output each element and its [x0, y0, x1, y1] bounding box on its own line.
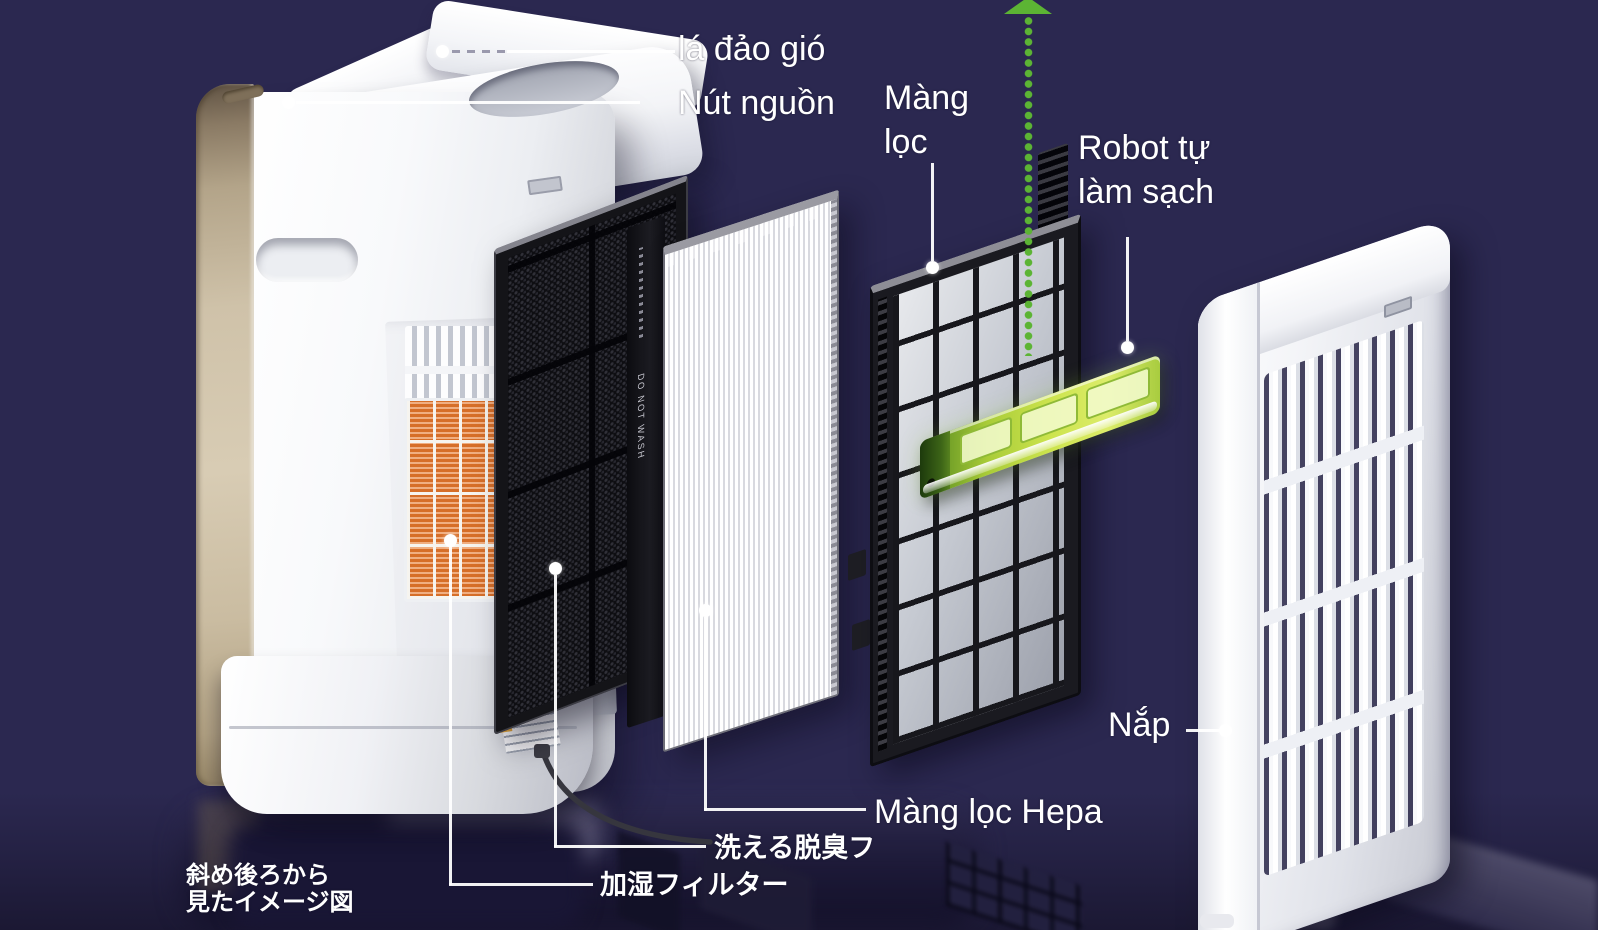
cover-slat-grille [1264, 319, 1424, 877]
callout-dot-prefilter [926, 261, 939, 274]
cover-foot [1200, 914, 1234, 928]
label-cleaning-robot-line2: làm sạch [1078, 173, 1215, 212]
label-prefilter-line2: lọc [884, 123, 928, 162]
callout-dot-cover [1219, 724, 1232, 737]
callout-line-prefilter [931, 163, 934, 261]
callout-hline-deodorizing [554, 845, 706, 848]
view-caption-line2: 見たイメージ図 [186, 889, 354, 916]
label-hepa: Màng lọc Hepa [874, 793, 1103, 831]
label-prefilter-line1: Màng [884, 79, 970, 117]
prefilter-tab [848, 548, 866, 582]
label-cleaning-robot-line1: Robot tự [1078, 129, 1211, 167]
prefilter-tab [852, 618, 870, 652]
airflow-dotted-line [1024, 16, 1033, 356]
hepa-filter-side-edge: DO NOT WASH [627, 215, 665, 729]
callout-dot-wind-blade [436, 45, 449, 58]
power-cord [534, 744, 713, 845]
callout-line-power-button [296, 101, 640, 104]
callout-dot-deodorizing [549, 562, 562, 575]
reflection-body [228, 822, 584, 928]
callout-vline-deodorizing [554, 575, 557, 847]
humidifying-filter-orange [404, 398, 510, 602]
callout-line-wind-blade [507, 50, 675, 53]
callout-vline-hepa [704, 617, 707, 811]
view-caption: 斜め後ろから 見たイメージ図 [186, 862, 354, 916]
label-cover: Nắp [1108, 706, 1171, 744]
callout-dot-power-button [282, 96, 295, 109]
label-prefilter: Màng lọc [884, 76, 969, 164]
callout-line-cover [1186, 729, 1220, 732]
front-cover-panel [1198, 216, 1450, 930]
callout-hline-humidifying [449, 883, 593, 886]
label-deodorizing-filter: 洗える脱臭フ [714, 833, 876, 863]
prefilter-teeth-strip [878, 296, 887, 752]
airflow-arrowhead-icon [1004, 0, 1052, 14]
prefilter-grid-cells [893, 237, 1064, 745]
hepa-side-text: DO NOT WASH [636, 372, 646, 462]
callout-hline-hepa [704, 808, 866, 811]
hepa-filter-panel [663, 189, 839, 753]
callout-dot-cleaning-robot [1121, 341, 1134, 354]
label-power-button: Nút nguồn [678, 84, 835, 122]
prefilter-grid-panel [870, 213, 1081, 768]
callout-dot-hepa [699, 604, 712, 617]
label-humidifying-filter: 加湿フィルター [600, 870, 789, 900]
callout-dash-wind-blade [452, 50, 507, 53]
callout-line-cleaning-robot [1126, 237, 1129, 341]
label-cleaning-robot: Robot tự làm sạch [1078, 126, 1214, 214]
carry-handle-cutout [256, 238, 358, 282]
label-wind-blade: lá đảo gió [678, 30, 826, 68]
view-caption-line1: 斜め後ろから [186, 862, 330, 889]
callout-vline-humidifying [449, 547, 452, 885]
callout-dot-humidifying [444, 534, 457, 547]
cover-left-strip [1198, 282, 1260, 930]
